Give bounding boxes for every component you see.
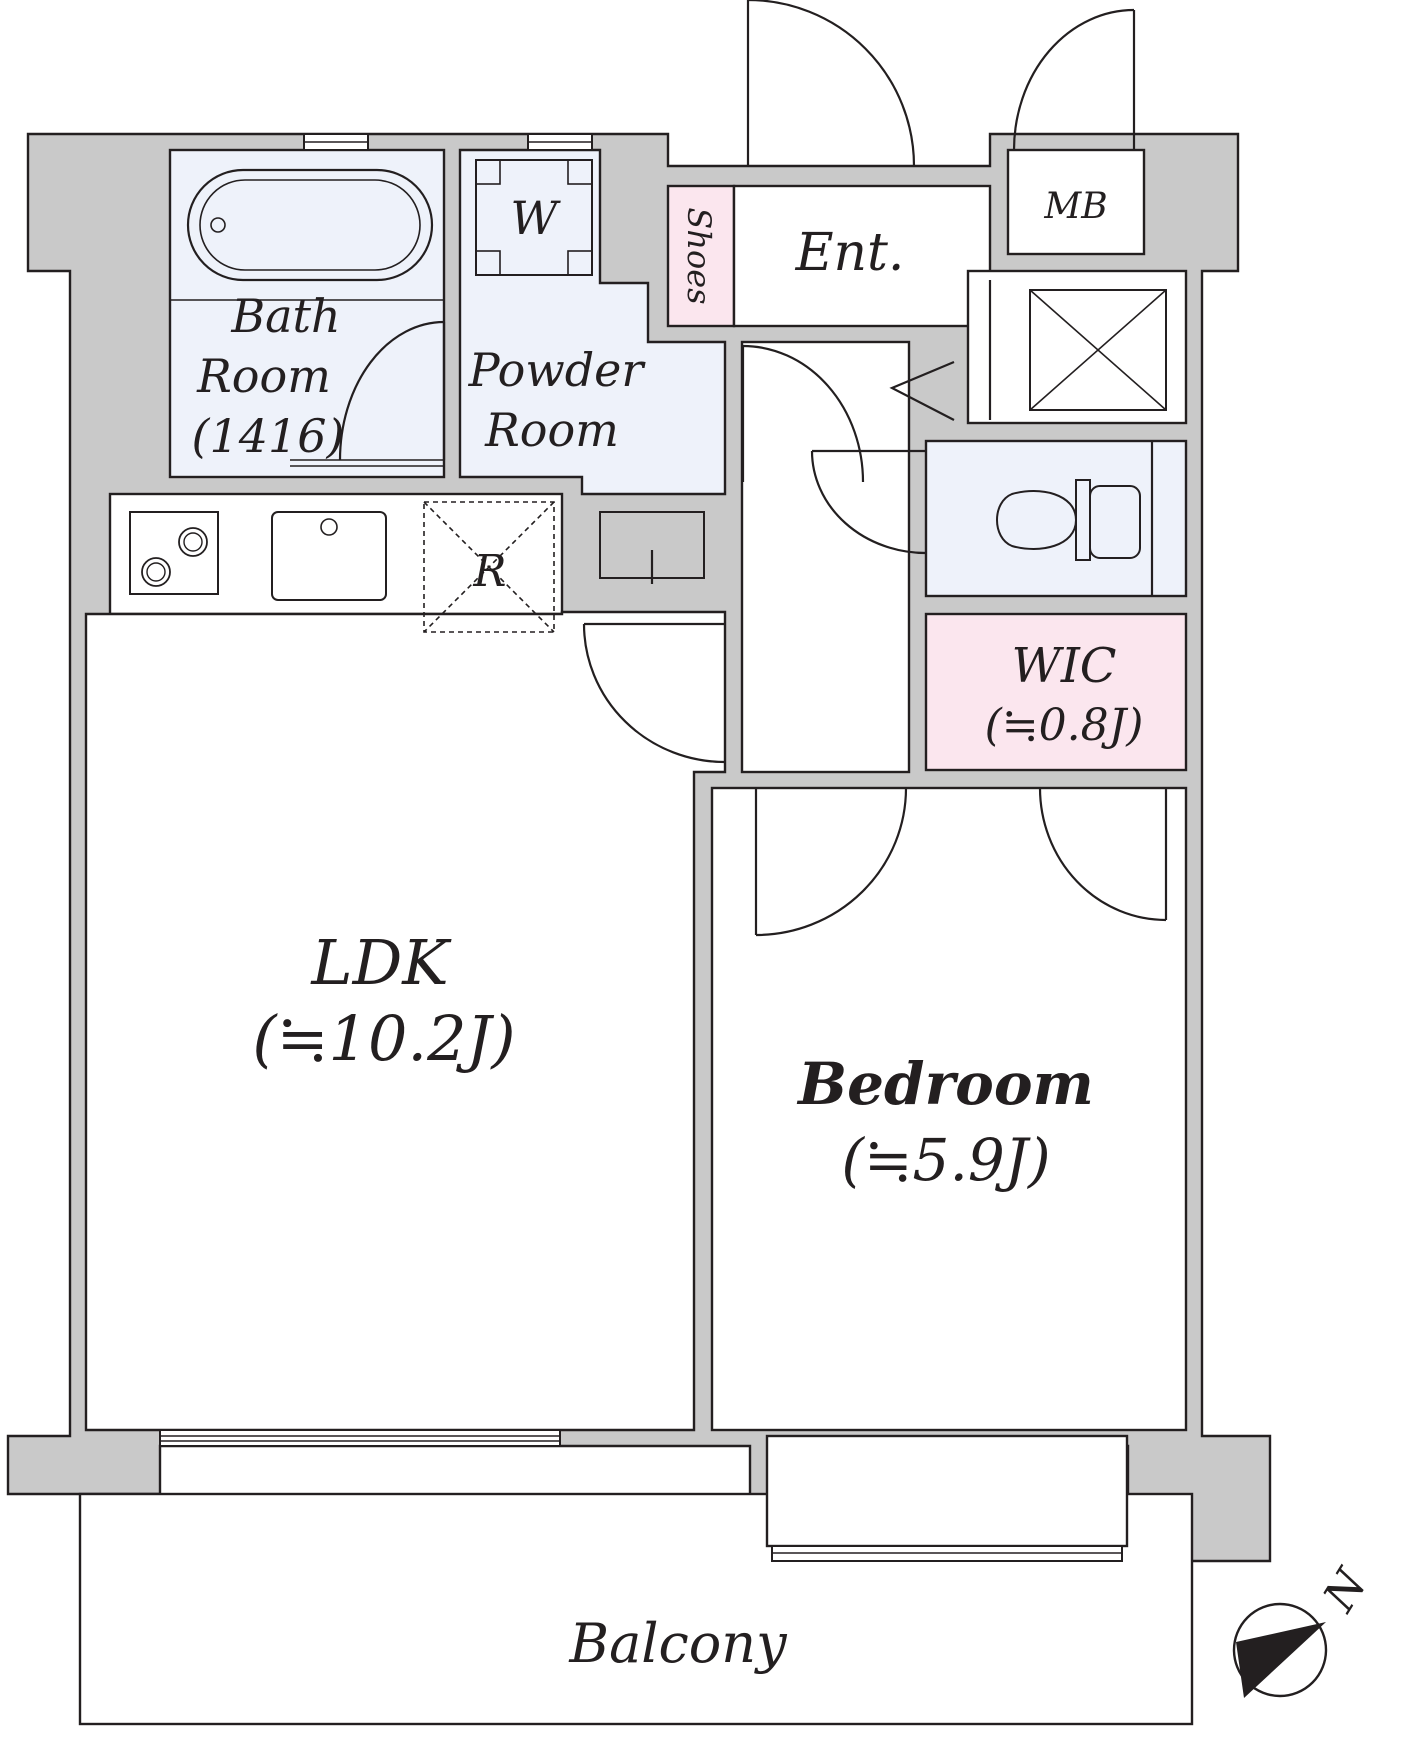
entrance-label: Ent. <box>795 223 905 283</box>
powder-room-label-2: Room <box>484 403 619 457</box>
washer-label: W <box>510 191 561 245</box>
corridor <box>740 340 911 774</box>
room-labels: Bath Room (1416) W Powder Room Shoes Ent… <box>192 186 1144 1675</box>
entrance <box>732 184 992 328</box>
compass-north-label: N <box>1313 1559 1378 1621</box>
compass-needle-icon <box>1236 1622 1326 1698</box>
main-rooms <box>78 610 1194 1726</box>
bath-size-label: (1416) <box>192 409 345 463</box>
meter-box-label: MB <box>1043 186 1107 227</box>
walk-in-closet <box>924 612 1188 772</box>
bedroom-label: Bedroom <box>796 1050 1094 1118</box>
compass: N <box>1232 1559 1378 1698</box>
refrigerator-label: R <box>472 546 506 597</box>
powder-room <box>458 148 727 496</box>
balcony-label: Balcony <box>568 1612 788 1675</box>
service-rooms <box>924 148 1188 772</box>
bath-room-label: Bath <box>230 289 340 343</box>
cooktop-icon <box>129 511 219 595</box>
wic-size-label: (≒0.8J) <box>985 700 1144 751</box>
windows <box>159 133 1123 1562</box>
wet-areas <box>168 148 727 496</box>
bathtub-icon <box>186 168 434 282</box>
kitchen-sink-icon <box>271 511 387 601</box>
pipe-shaft <box>966 269 1188 425</box>
washer-pan-icon <box>475 159 593 276</box>
refrigerator-space-icon <box>423 501 555 633</box>
fixtures <box>129 159 1167 633</box>
ldk-size-label: (≒10.2J) <box>252 1002 515 1075</box>
bedroom-room <box>710 786 1188 1432</box>
ldk-label: LDK <box>310 926 452 999</box>
toilet-icon <box>996 441 1154 596</box>
ldk-sliding-window <box>159 1429 561 1447</box>
entrance-area <box>666 184 992 774</box>
bedroom-bay <box>765 1434 1129 1548</box>
doors <box>290 0 1168 937</box>
meter-box <box>1006 148 1146 256</box>
bedroom-size-label: (≒5.9J) <box>841 1126 1050 1194</box>
bath-room-label-2: Room <box>196 349 331 403</box>
powder-room-label: Powder <box>468 343 647 397</box>
shoes-label: Shoes <box>680 207 718 304</box>
toilet-room <box>924 439 1188 598</box>
bath-room <box>168 148 446 479</box>
wic-label: WIC <box>1011 638 1116 694</box>
pipe-shaft-icon <box>1029 289 1167 411</box>
